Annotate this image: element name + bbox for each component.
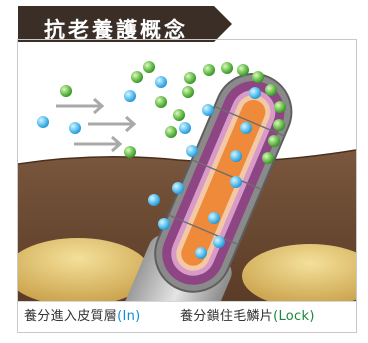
illustration-panel: 養分進入皮質層(In) 養分鎖住毛鱗片(Lock): [17, 39, 357, 333]
caption-lock-tag: (Lock): [273, 309, 315, 324]
caption-lock-text: 養分鎖住毛鱗片: [180, 309, 273, 324]
inflow-arrows: [56, 99, 134, 151]
caption-bar: 養分進入皮質層(In) 養分鎖住毛鱗片(Lock): [18, 301, 356, 332]
title-banner: 抗老養護概念: [18, 6, 232, 42]
caption-in-text: 養分進入皮質層: [24, 309, 117, 324]
caption-in-tag: (In): [117, 309, 140, 324]
caption-in: 養分進入皮質層(In): [24, 302, 141, 331]
caption-lock: 養分鎖住毛鱗片(Lock): [180, 302, 315, 331]
hair-illustration: [18, 40, 356, 304]
